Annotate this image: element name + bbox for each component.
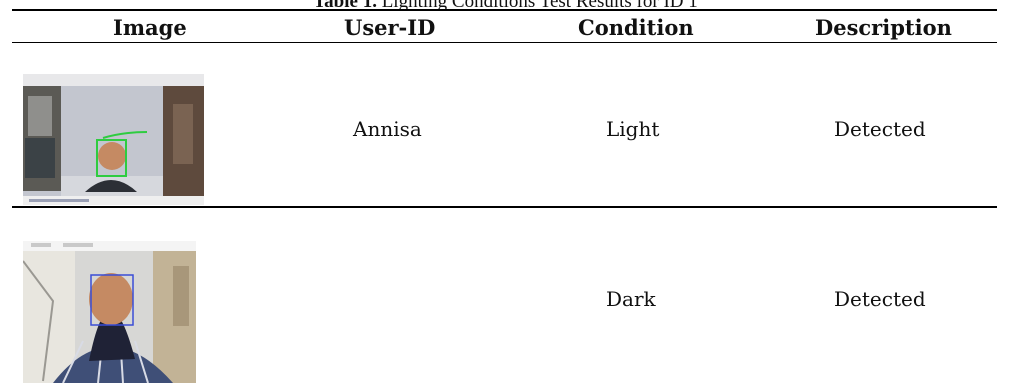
row2-description: Detected <box>834 287 926 311</box>
row1-condition: Light <box>606 117 660 141</box>
webcam-frame-dark <box>23 241 196 383</box>
webcam-frame-light <box>23 74 204 205</box>
row1-description: Detected <box>834 117 926 141</box>
row1-user-id: Annisa <box>353 117 422 141</box>
header-rule <box>12 42 997 43</box>
row-divider <box>12 206 997 208</box>
top-rule <box>12 9 997 11</box>
header-condition: Condition <box>578 15 694 40</box>
row1-image <box>23 74 204 205</box>
table-caption: Table 1. Lighting Conditions Test Result… <box>0 0 1011 13</box>
header-description: Description <box>815 15 952 40</box>
row2-image <box>23 241 196 383</box>
header-user-id: User-ID <box>344 15 436 40</box>
header-image: Image <box>113 15 187 40</box>
row2-condition: Dark <box>606 287 656 311</box>
